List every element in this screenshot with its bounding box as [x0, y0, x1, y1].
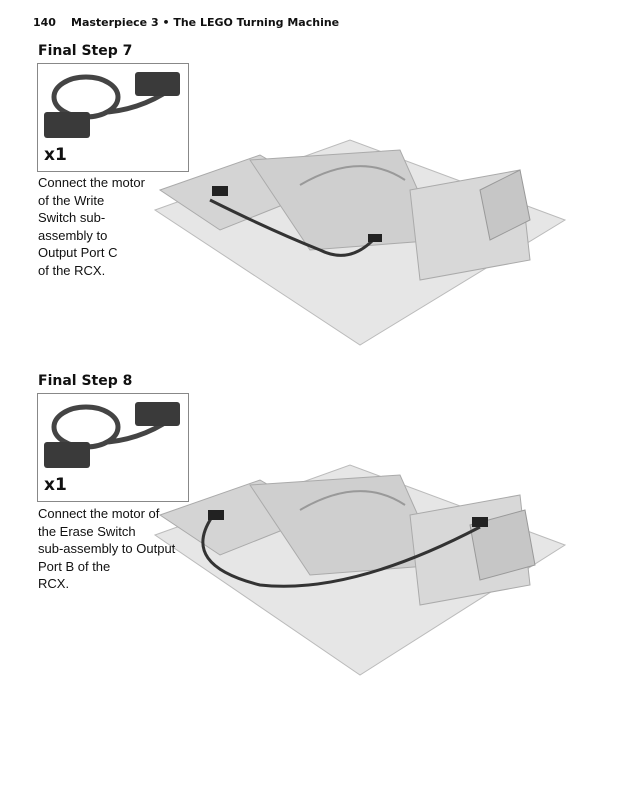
instruction-line: Switch sub-: [38, 210, 106, 225]
step-8-instructions: Connect the motor of the Erase Switch su…: [38, 505, 175, 593]
instruction-line: sub-assembly to Output: [38, 541, 176, 556]
lego-model-illustration-step-8: [153, 464, 567, 676]
parts-box-step-7: x1: [37, 63, 189, 172]
instruction-line: Output Port C: [38, 245, 118, 260]
step-8-title: Final Step 8: [38, 373, 133, 389]
part-quantity: x1: [44, 145, 67, 165]
running-header: 140 Masterpiece 3 • The LEGO Turning Mach…: [33, 16, 339, 29]
step-7-title: Final Step 7: [38, 43, 133, 59]
motor-cable-icon: [44, 72, 180, 138]
instruction-line: Connect the motor: [38, 175, 145, 190]
motor-cable-icon: [44, 402, 180, 468]
instruction-line: of the Write: [38, 192, 105, 208]
running-title: Masterpiece 3 • The LEGO Turning Machine: [71, 16, 340, 29]
instruction-line: RCX.: [38, 576, 70, 591]
instruction-line: of the RCX.: [38, 262, 106, 278]
lego-model-illustration-step-7: [153, 139, 567, 346]
part-quantity: x1: [44, 475, 67, 495]
instruction-line: Port B of the: [38, 558, 111, 574]
instruction-line: assembly to: [38, 227, 108, 243]
instruction-line: Connect the motor of: [38, 506, 160, 521]
parts-box-step-8: x1: [37, 393, 189, 502]
step-7-instructions: Connect the motor of the Write Switch su…: [38, 174, 145, 279]
instruction-line: the Erase Switch: [38, 523, 136, 539]
page-number: 140: [33, 16, 56, 29]
